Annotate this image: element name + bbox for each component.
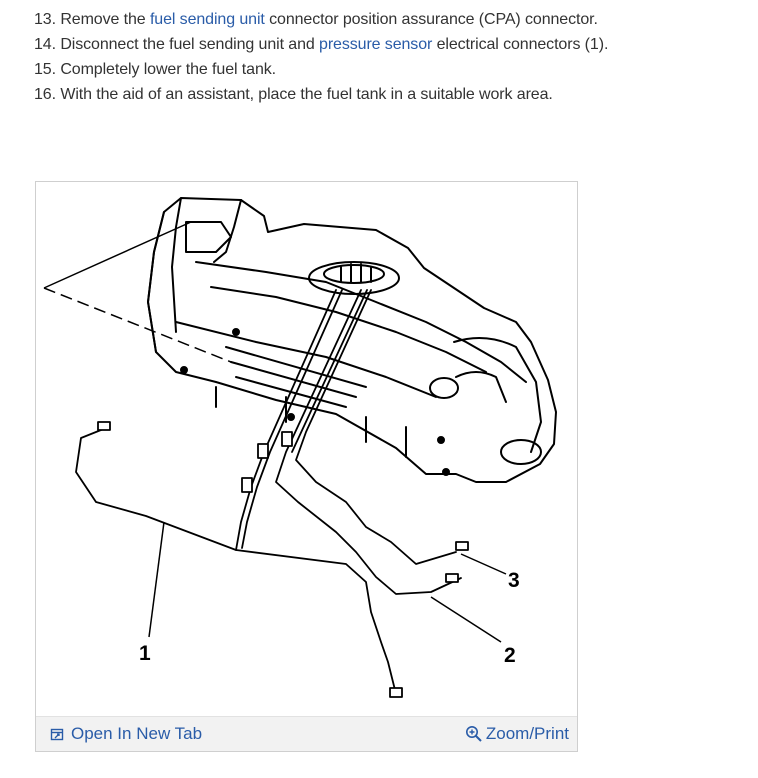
fuel-line-1	[235, 289, 397, 695]
pressure-sensor-link[interactable]: pressure sensor	[319, 36, 433, 53]
leader-3	[460, 553, 507, 575]
open-in-new-tab-link[interactable]: Open In New Tab	[50, 724, 202, 744]
fuel-pump-module	[308, 261, 400, 295]
fuel-line-left	[75, 427, 237, 551]
fuel-tank-line-drawing: 1 2 3	[43, 197, 557, 698]
step-15: 15. Completely lower the fuel tank.	[34, 61, 276, 78]
procedure-steps: 13. Remove the fuel sending unit connect…	[34, 7, 608, 107]
callout-3: 3	[508, 569, 520, 592]
fuel-tank-figure: 1 2 3 Open In New Tab Zoom/Print	[35, 181, 578, 752]
leader-1	[148, 521, 165, 638]
magnifier-plus-icon	[465, 726, 482, 742]
step-16: 16. With the aid of an assistant, place …	[34, 86, 553, 103]
open-in-new-tab-icon	[50, 728, 64, 740]
leader-connector-upper	[43, 221, 192, 289]
callout-1: 1	[139, 642, 151, 665]
fuel-tank-outline	[147, 197, 557, 483]
step-14: 14. Disconnect the fuel sending unit and…	[34, 36, 609, 53]
zoom-print-link[interactable]: Zoom/Print	[465, 724, 569, 744]
leader-2	[430, 596, 502, 643]
fuel-sending-unit-link[interactable]: fuel sending unit	[149, 11, 265, 28]
figure-toolbar: Open In New Tab Zoom/Print	[36, 716, 577, 751]
tank-right-end	[453, 337, 542, 453]
callout-2: 2	[504, 644, 516, 667]
leader-connector-lower	[43, 287, 232, 363]
step-13: 13. Remove the fuel sending unit connect…	[34, 11, 598, 28]
fuel-line-2	[275, 289, 462, 595]
tank-top-ridge	[195, 261, 527, 383]
tank-left-end	[147, 211, 165, 353]
fuel-line-3	[295, 289, 457, 565]
